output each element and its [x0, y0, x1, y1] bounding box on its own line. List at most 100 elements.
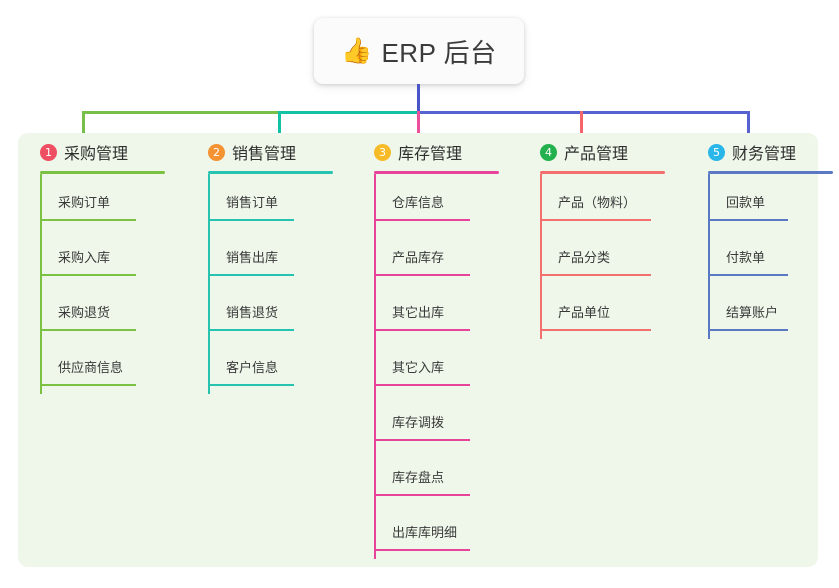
leaf-item-label: 库存盘点	[392, 470, 445, 485]
column-items-5: 回款单付款单结算账户	[686, 174, 826, 339]
root-node-content: 👍 ERP 后台	[341, 33, 496, 70]
column-5: 5 财务管理回款单付款单结算账户	[686, 133, 833, 339]
column-header-4[interactable]: 4 产品管理	[518, 133, 686, 171]
leaf-item-underline	[374, 494, 470, 496]
leaf-item[interactable]: 库存盘点	[352, 449, 520, 504]
column-spine	[40, 174, 42, 394]
branch-connector-2	[278, 111, 281, 141]
leaf-item-underline	[708, 274, 788, 276]
leaf-item-label: 回款单	[726, 195, 766, 210]
column-items-2: 销售订单销售出库销售退货客户信息	[186, 174, 351, 394]
leaf-item-underline	[540, 219, 651, 221]
leaf-item-label: 产品（物料）	[558, 195, 637, 210]
column-title: 销售管理	[232, 146, 297, 163]
column-items-1: 采购订单采购入库采购退货供应商信息	[18, 174, 183, 394]
column-title: 产品管理	[564, 146, 629, 163]
leaf-item-label: 采购入库	[58, 250, 111, 265]
leaf-item[interactable]: 销售订单	[186, 174, 351, 229]
leaf-item[interactable]: 销售出库	[186, 229, 351, 284]
leaf-item[interactable]: 产品库存	[352, 229, 520, 284]
branch-connector-3	[417, 111, 420, 141]
column-number-badge: 4	[540, 143, 557, 161]
column-underline	[540, 171, 665, 174]
column-items-3: 仓库信息产品库存其它出库其它入库库存调拨库存盘点出库库明细	[352, 174, 520, 559]
leaf-item[interactable]: 付款单	[686, 229, 826, 284]
branch-connector-1	[82, 111, 85, 141]
leaf-item-label: 库存调拨	[392, 415, 445, 430]
column-spine	[208, 174, 210, 394]
bus-segment-teal	[278, 111, 418, 114]
leaf-item-underline	[208, 384, 294, 386]
leaf-item-label: 销售退货	[226, 305, 279, 320]
leaf-item[interactable]: 客户信息	[186, 339, 351, 394]
leaf-item-underline	[374, 329, 470, 331]
root-stem-connector	[417, 84, 420, 111]
leaf-item[interactable]: 销售退货	[186, 284, 351, 339]
column-underline	[374, 171, 499, 174]
leaf-item-underline	[540, 329, 651, 331]
column-underline	[708, 171, 833, 174]
column-underline	[208, 171, 333, 174]
leaf-item[interactable]: 采购退货	[18, 284, 183, 339]
leaf-item[interactable]: 结算账户	[686, 284, 826, 339]
column-header-5[interactable]: 5 财务管理	[686, 133, 826, 171]
column-title: 采购管理	[64, 146, 129, 163]
column-items-4: 产品（物料） 产品分类产品单位	[518, 174, 686, 339]
bus-segment-green	[82, 111, 278, 114]
branch-connector-5	[747, 111, 750, 141]
leaf-item-underline	[374, 384, 470, 386]
leaf-item-label: 销售订单	[226, 195, 279, 210]
column-title: 库存管理	[398, 146, 463, 163]
column-number-badge: 2	[208, 143, 225, 161]
leaf-item[interactable]: 产品（物料）	[518, 174, 686, 229]
leaf-item-label: 供应商信息	[58, 360, 124, 375]
leaf-item[interactable]: 出库库明细	[352, 504, 520, 559]
column-spine	[540, 174, 542, 339]
leaf-item-underline	[40, 274, 136, 276]
leaf-item-label: 其它入库	[392, 360, 445, 375]
leaf-item[interactable]: 库存调拨	[352, 394, 520, 449]
leaf-item-underline	[708, 329, 788, 331]
leaf-item[interactable]: 回款单	[686, 174, 826, 229]
column-header-2[interactable]: 2 销售管理	[186, 133, 351, 171]
leaf-item[interactable]: 其它出库	[352, 284, 520, 339]
leaf-item-underline	[208, 219, 294, 221]
column-title: 财务管理	[732, 146, 797, 163]
leaf-item-underline	[374, 219, 470, 221]
column-number-badge: 5	[708, 143, 725, 161]
leaf-item-label: 客户信息	[226, 360, 279, 375]
root-node[interactable]: 👍 ERP 后台	[314, 18, 524, 84]
leaf-item[interactable]: 供应商信息	[18, 339, 183, 394]
leaf-item-underline	[374, 439, 470, 441]
branch-connector-4	[580, 111, 583, 141]
leaf-item-label: 产品库存	[392, 250, 445, 265]
leaf-item-label: 付款单	[726, 250, 766, 265]
leaf-item-underline	[40, 384, 136, 386]
leaf-item-underline	[208, 329, 294, 331]
leaf-item-underline	[208, 274, 294, 276]
leaf-item-label: 结算账户	[726, 305, 779, 320]
leaf-item-label: 其它出库	[392, 305, 445, 320]
leaf-item-underline	[40, 219, 136, 221]
root-title: ERP 后台	[381, 37, 497, 68]
leaf-item[interactable]: 产品单位	[518, 284, 686, 339]
leaf-item-label: 采购退货	[58, 305, 111, 320]
bus-segment-blue	[418, 111, 750, 114]
column-2: 2 销售管理销售订单销售出库销售退货客户信息	[186, 133, 351, 394]
column-spine	[374, 174, 376, 559]
leaf-item[interactable]: 采购订单	[18, 174, 183, 229]
leaf-item-label: 产品分类	[558, 250, 611, 265]
leaf-item[interactable]: 仓库信息	[352, 174, 520, 229]
leaf-item[interactable]: 其它入库	[352, 339, 520, 394]
column-4: 4 产品管理产品（物料） 产品分类产品单位	[518, 133, 686, 339]
leaf-item[interactable]: 采购入库	[18, 229, 183, 284]
leaf-item-label: 采购订单	[58, 195, 111, 210]
leaf-item-label: 仓库信息	[392, 195, 445, 210]
leaf-item[interactable]: 产品分类	[518, 229, 686, 284]
